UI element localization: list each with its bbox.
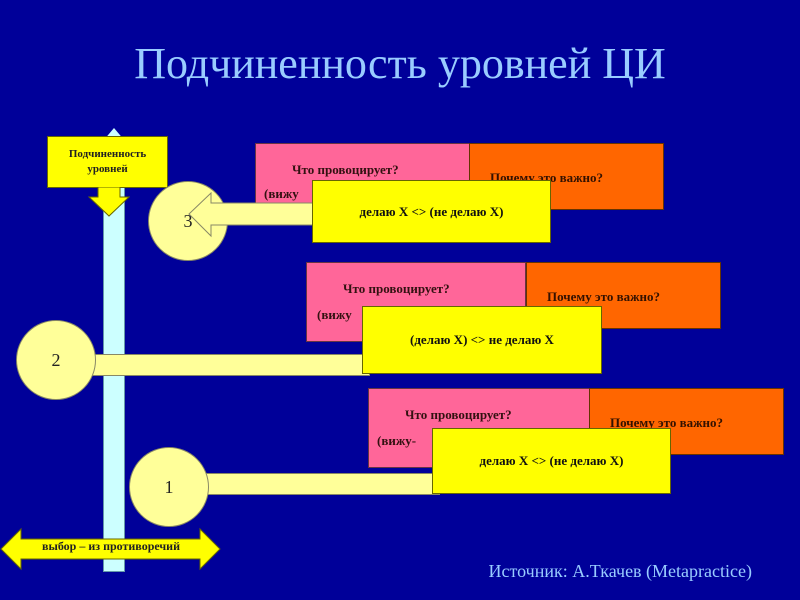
level2-connector-bar <box>85 354 370 376</box>
level3-what-sub: (вижу <box>264 186 299 201</box>
level1-why-text: Почему это важно? <box>610 415 724 430</box>
slide-title: Подчиненность уровней ЦИ <box>134 39 666 88</box>
level3-statement: делаю X <> (не делаю X) <box>359 203 504 219</box>
level1-what-sub: (вижу- <box>377 433 417 448</box>
level2-statement: (делаю X) <> не делаю X <box>410 332 554 347</box>
level2-what-text: Что провоцирует? <box>343 281 450 296</box>
level2-why-box: Почему это важно? <box>526 262 721 329</box>
level2-number: 2 <box>51 349 61 370</box>
level2-statement-box: (делаю X) <> не делаю X <box>362 306 602 374</box>
down-arrow-icon <box>88 187 130 217</box>
top-axis-label-line1: Подчиненность <box>68 148 147 160</box>
level1-statement: делаю X <> (не делаю X) <box>479 453 624 468</box>
level1-connector-bar <box>200 473 440 495</box>
level2-what-sub: (вижу <box>317 307 352 322</box>
top-axis-label-line2: уровней <box>87 163 128 175</box>
bottom-axis-label: выбор – из противоречий <box>41 539 181 553</box>
level2-why-text: Почему это важно? <box>547 289 661 304</box>
level1-statement-box: делаю X <> (не делаю X) <box>432 428 671 494</box>
top-axis-label: Подчиненность уровней <box>47 136 168 188</box>
level1-number: 1 <box>164 476 174 497</box>
level3-number: 3 <box>183 210 193 231</box>
double-arrow-icon <box>0 527 221 571</box>
level1-circle: 1 <box>129 447 209 527</box>
level1-what-text: Что провоцирует? <box>405 407 512 422</box>
source-citation: Источник: А.Ткачев (Metapractice) <box>488 561 752 581</box>
level3-statement-box: делаю X <> (не делаю X) <box>312 180 551 243</box>
level3-arrow-overlay <box>188 192 318 238</box>
level2-circle: 2 <box>16 320 96 400</box>
level3-what-text: Что провоцирует? <box>292 162 399 177</box>
